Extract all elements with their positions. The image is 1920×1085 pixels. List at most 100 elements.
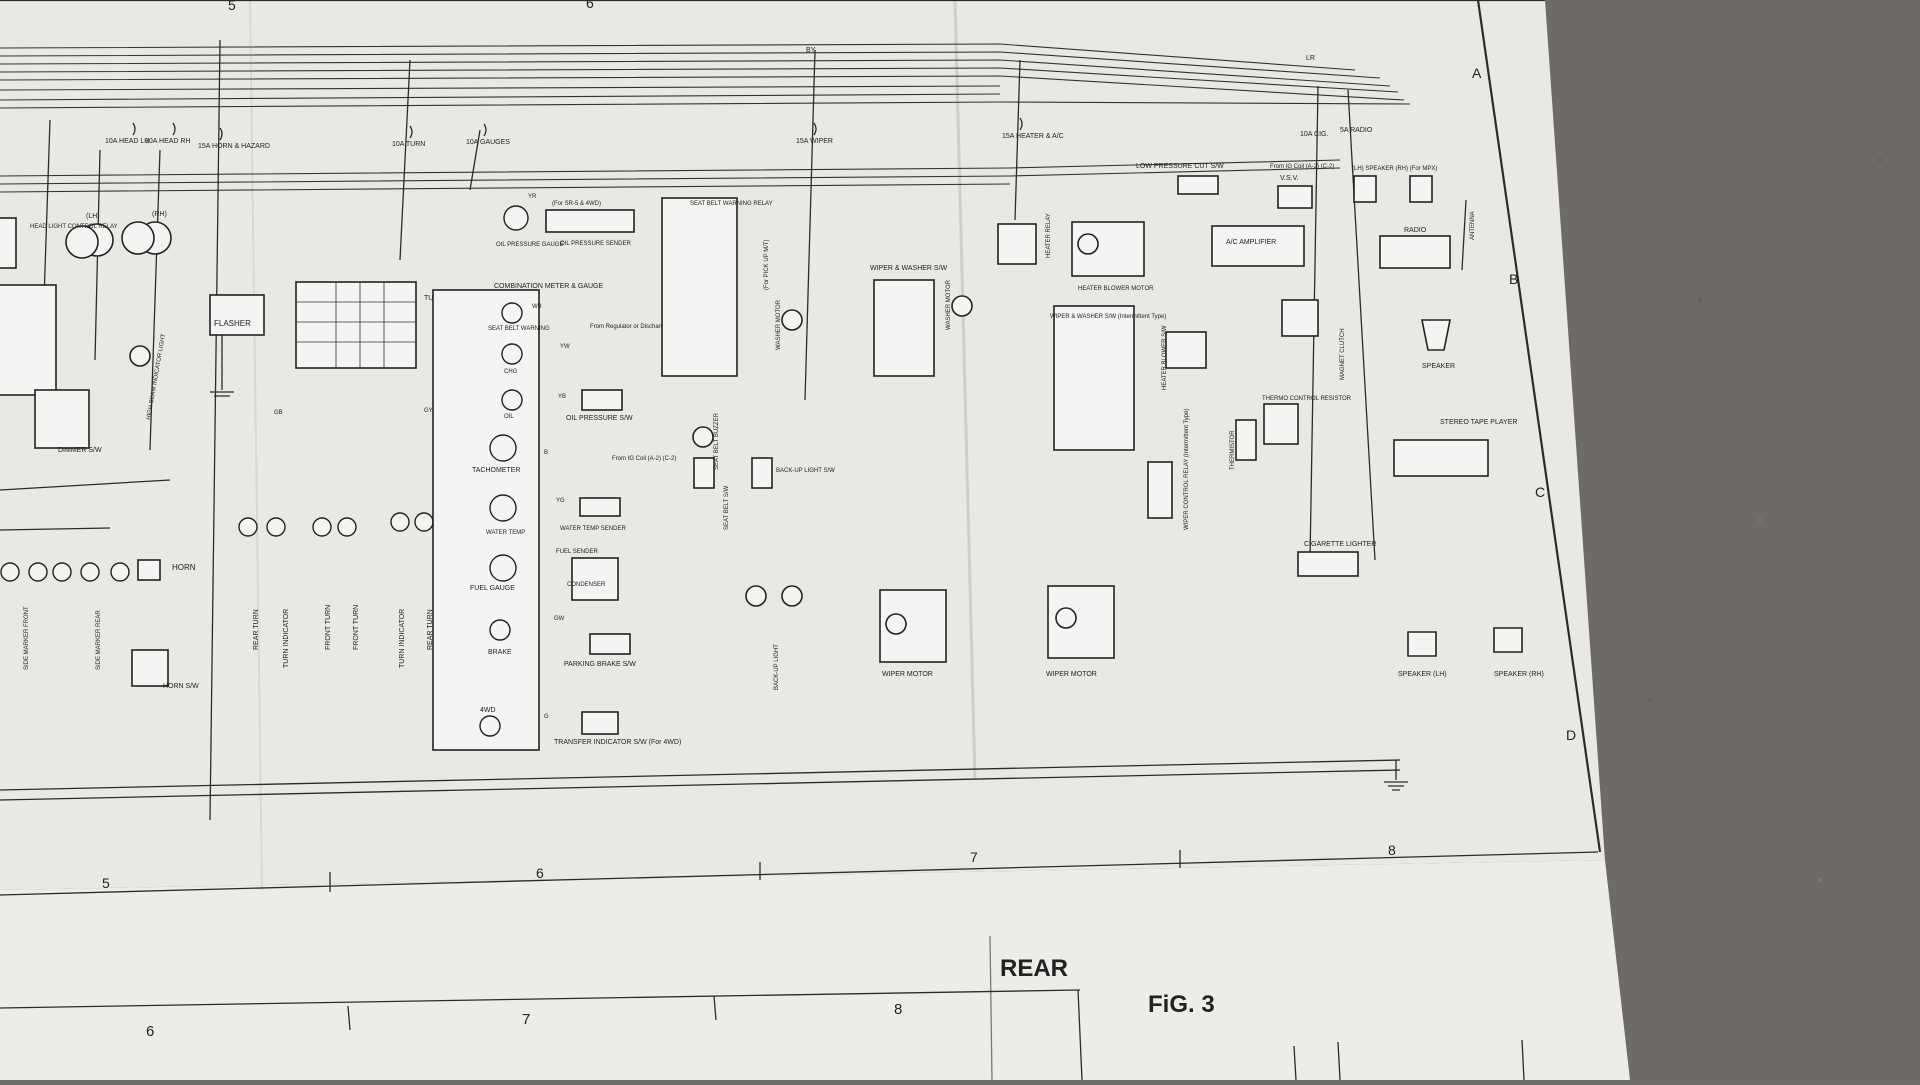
fuse-row: 10A HEAD LH 10A HEAD RH 15A HORN & HAZAR… [105, 117, 1373, 150]
diagram-label: A/C AMPLIFIER [1226, 239, 1276, 246]
rear-label: REAR [1000, 955, 1068, 982]
paper-sheet-lower [0, 860, 1630, 1080]
head-light-section: (LH) (RH) HEAD LIGHT CONTROL RELAY DIMME… [0, 211, 172, 531]
fuse-label: 5A RADIO [1340, 127, 1373, 134]
diagram-label: MAGNET CLUTCH [1340, 328, 1346, 380]
diagram-label: WIPER & WASHER S/W (Intermittent Type) [1050, 314, 1166, 320]
grid-col-label: 6 [536, 865, 544, 881]
diagram-label: (For PICK UP M/T) [764, 239, 770, 290]
diagram-label: HORN S/W [163, 683, 199, 690]
wiper-section: WASHER MOTOR WIPER & WASHER S/W WASHER M… [776, 265, 1190, 678]
diagram-label: HEATER RELAY [1046, 213, 1052, 258]
grid-row-label: D [1566, 727, 1576, 743]
diagram-label: LR [1306, 55, 1315, 62]
diagram-label: From IG Coil (A-2) (C-2) [1270, 164, 1334, 170]
diagram-label: YB [558, 394, 566, 400]
diagram-label: COMBINATION METER & GAUGE [494, 283, 603, 290]
bottom-ticks [329, 850, 1181, 892]
diagram-label: WATER TEMP SENDER [560, 526, 626, 532]
diagram-label: LOW PRESSURE CUT S/W [1136, 163, 1224, 170]
diagram-label: RADIO [1404, 227, 1427, 234]
diagram-label: WASHER MOTOR [946, 279, 952, 330]
dimmer-switch [34, 389, 90, 449]
diagram-label: STEREO TAPE PLAYER [1440, 419, 1517, 426]
diagram-label: FRONT TURN [353, 605, 360, 650]
grid-col-label: 5 [102, 875, 110, 891]
diagram-label: (LH) SPEAKER (RH) (For MPX) [1352, 166, 1437, 172]
diagram-label: G [544, 714, 549, 720]
feed-wires [39, 39, 1376, 821]
fuse-label: 10A TURN [392, 141, 425, 148]
fuse-label: 15A HEATER & A/C [1002, 133, 1064, 140]
combination-meter-section: COMBINATION METER & GAUGE SEAT BELT WARN… [432, 201, 723, 751]
diagram-label: SEAT BELT BUZZER [714, 412, 720, 470]
diagram-label: YG [556, 498, 565, 504]
diagram-label: OIL PRESSURE SENDER [560, 241, 631, 247]
diagram-label: (LH) [86, 213, 100, 220]
grid-row-label: C [1535, 484, 1545, 500]
diagram-label: 7 [522, 1011, 530, 1028]
diagram-label: CIGARETTE LIGHTER [1304, 541, 1376, 548]
diagram-label: SIDE MARKER FRONT [24, 606, 30, 670]
diagram-bottom-border [0, 851, 1599, 896]
diagram-label: TRANSFER INDICATOR S/W (For 4WD) [554, 739, 681, 746]
diagram-label: PARKING BRAKE S/W [564, 661, 636, 668]
diagram-label: HEATER BLOWER MOTOR [1078, 286, 1154, 292]
grid-row-label: B [1509, 271, 1518, 287]
audio-section: (LH) SPEAKER (RH) (For MPX) RADIO ANTENN… [1297, 166, 1544, 678]
diagram-label: From IG Coil (A-2) (C-2) [612, 456, 676, 462]
diagram-label: WIPER CONTROL RELAY (Intermittent Type) [1184, 409, 1190, 530]
diagram-label: (RH) [152, 211, 167, 218]
diagram-label: SPEAKER (LH) [1398, 671, 1447, 678]
diagram-label: REAR TURN [253, 609, 260, 650]
diagram-label: OIL PRESSURE GAUGE [496, 242, 563, 248]
diagram-label: B [544, 450, 548, 456]
diagram-label: TURN INDICATOR [399, 609, 406, 668]
diagram-label: CHG [504, 369, 518, 375]
diagram-label: BACK-UP LIGHT [774, 644, 780, 690]
diagram-label: GW [554, 616, 565, 622]
fuse-label: 15A WIPER [796, 138, 833, 145]
diagram-label: FUEL GAUGE [470, 585, 515, 592]
diagram-label: WIPER MOTOR [882, 671, 933, 678]
diagram-label: YR [528, 194, 537, 200]
grid-col-label: 8 [1388, 842, 1396, 858]
diagram-label: 6 [146, 1023, 154, 1040]
diagram-label: GY [424, 408, 433, 414]
diagram-label: FLASHER [214, 319, 251, 328]
diagram-label: SEAT BELT S/W [724, 485, 730, 530]
label: HEAD LIGHT CONTROL RELAY [30, 224, 118, 230]
grid-col-label: 7 [970, 849, 978, 865]
diagram-label: ANTENNA [1470, 211, 1476, 240]
figure-label: FiG. 3 [1148, 991, 1215, 1018]
ground-bus [0, 759, 1408, 801]
diagram-label: BY [806, 47, 816, 54]
diagram-label: WIPER & WASHER S/W [870, 265, 948, 272]
fuse-label: 10A HEAD RH [145, 138, 191, 145]
diagram-label: CONDENSER [567, 582, 606, 588]
diagram-label: TACHOMETER [472, 467, 520, 474]
power-bus [0, 43, 1411, 193]
diagram-label: GB [274, 410, 283, 416]
fuse-label: 15A HORN & HAZARD [198, 143, 270, 150]
diagram-label: WIPER MOTOR [1046, 671, 1097, 678]
diagram-label: BRAKE [488, 649, 512, 656]
fuse-label: 10A GAUGES [466, 139, 510, 146]
ac-section: LOW PRESSURE CUT S/W V.S.V. A/C AMPLIFIE… [1136, 163, 1352, 470]
diagram-label: WASHER MOTOR [776, 299, 782, 350]
fuse-label: 10A HEAD LH [105, 138, 149, 145]
diagram-right-border [1476, 0, 1602, 853]
wire-code-labels: BY LR WB YR GB GY YW YB YG GW G B [274, 47, 1315, 720]
diagram-label: SEAT BELT WARNING [488, 326, 550, 332]
rear-sheet: 6 7 8 REAR FiG. 3 [0, 935, 1525, 1081]
lamp-row: REAR TURN TURN INDICATOR FRONT TURN FRON… [0, 512, 434, 670]
diagram-label: V.S.V. [1280, 175, 1299, 182]
diagram-label: SPEAKER (RH) [1494, 671, 1544, 678]
diagram-label: TURN INDICATOR [283, 609, 290, 668]
seat-belt-section: SEAT BELT WARNING RELAY SEAT BELT BUZZER… [661, 197, 835, 690]
diagram-label: SIDE MARKER REAR [96, 610, 102, 670]
diagram-label: SPEAKER [1422, 363, 1455, 370]
diagram-label: WB [532, 304, 542, 310]
grid-col-label: 6 [586, 0, 594, 11]
